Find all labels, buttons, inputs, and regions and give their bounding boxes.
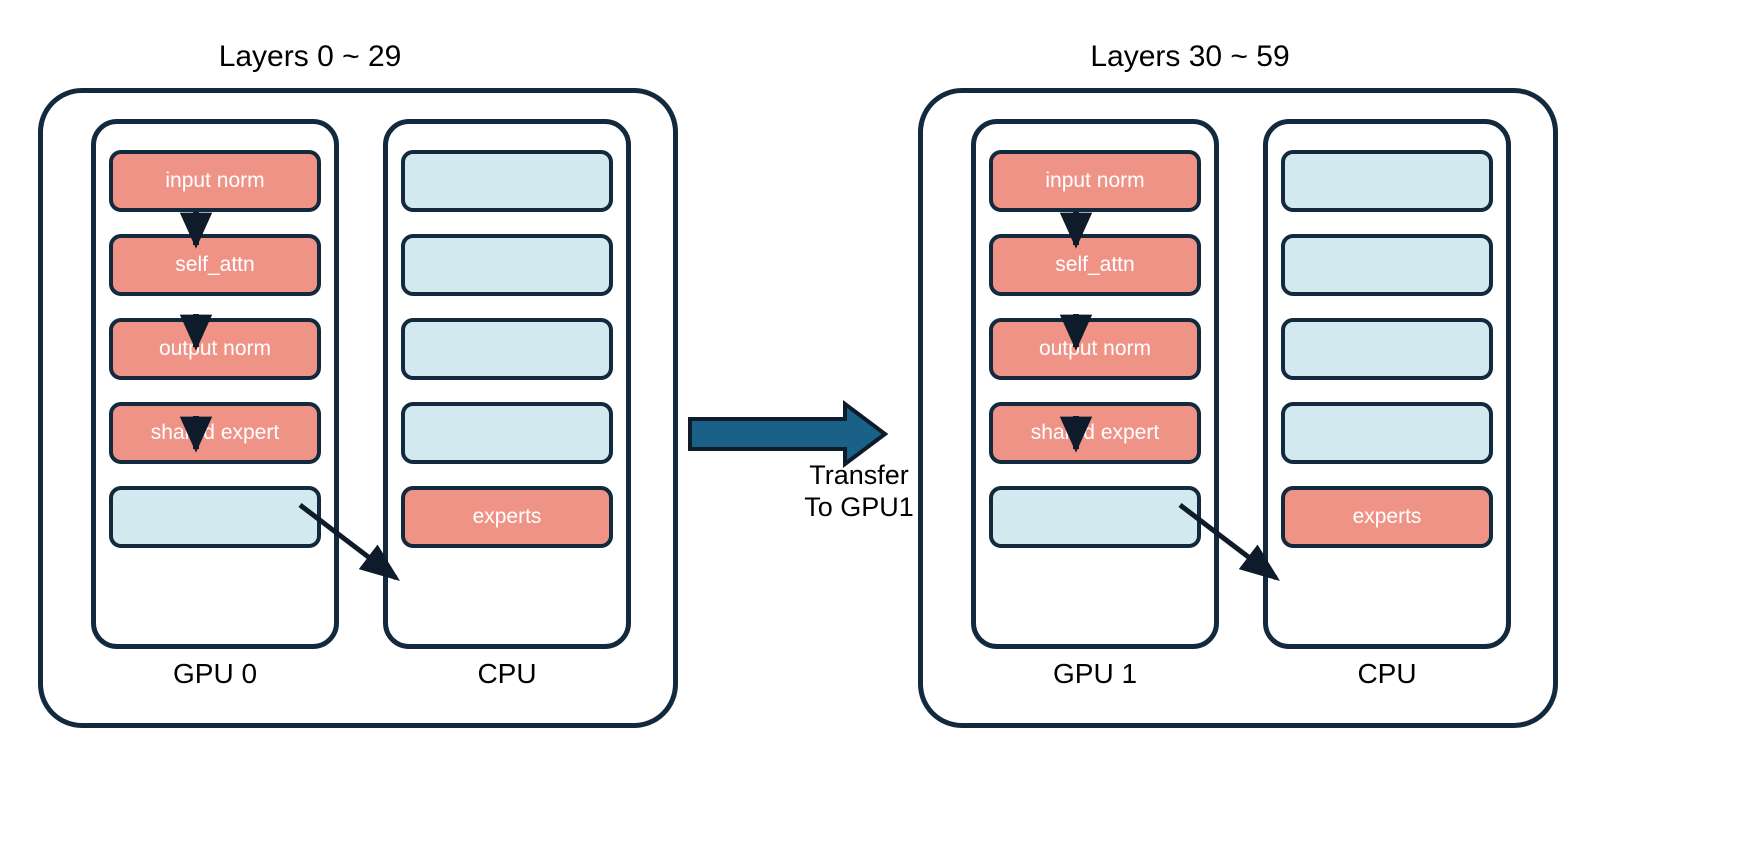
block-self-attn-gpu1[interactable]: self_attn — [989, 234, 1201, 296]
block-experts-cpu-right[interactable]: experts — [1281, 486, 1493, 548]
transfer-label-line1: Transfer — [809, 460, 909, 490]
block-shared-expert-gpu1[interactable]: shared expert — [989, 402, 1201, 464]
block-cpu-right-slot-4[interactable] — [1281, 402, 1493, 464]
block-output-norm-gpu1[interactable]: output norm — [989, 318, 1201, 380]
column-gpu1: input norm self_attn output norm shared … — [971, 119, 1219, 649]
block-cpu-right-slot-2[interactable] — [1281, 234, 1493, 296]
block-placeholder-gpu0[interactable] — [109, 486, 321, 548]
block-input-norm-gpu0[interactable]: input norm — [109, 150, 321, 212]
block-experts-cpu-left[interactable]: experts — [401, 486, 613, 548]
transfer-label-line2: To GPU1 — [804, 491, 914, 522]
device-label-cpu-left: CPU — [477, 658, 537, 689]
device-label-gpu0: GPU 0 — [172, 658, 258, 689]
block-shared-expert-gpu0[interactable]: shared expert — [109, 402, 321, 464]
transfer-arrow-gpu0-to-gpu1 — [688, 400, 889, 468]
device-group-left: input norm self_attn output norm shared … — [38, 88, 678, 728]
transfer-arrow-label: Transfer To GPU1 — [784, 460, 934, 524]
column-cpu-left: experts — [383, 119, 631, 649]
block-cpu-right-slot-3[interactable] — [1281, 318, 1493, 380]
group-title-left: Layers 0 ~ 29 — [218, 40, 402, 73]
block-cpu-left-slot-1[interactable] — [401, 150, 613, 212]
block-self-attn-gpu0[interactable]: self_attn — [109, 234, 321, 296]
column-cpu-right: experts — [1263, 119, 1511, 649]
device-group-right: input norm self_attn output norm shared … — [918, 88, 1558, 728]
column-gpu0: input norm self_attn output norm shared … — [91, 119, 339, 649]
group-title-right: Layers 30 ~ 59 — [1090, 40, 1290, 73]
block-cpu-left-slot-4[interactable] — [401, 402, 613, 464]
block-output-norm-gpu0[interactable]: output norm — [109, 318, 321, 380]
device-label-gpu1: GPU 1 — [1052, 658, 1138, 689]
block-cpu-right-slot-1[interactable] — [1281, 150, 1493, 212]
block-cpu-left-slot-2[interactable] — [401, 234, 613, 296]
block-placeholder-gpu1[interactable] — [989, 486, 1201, 548]
block-cpu-left-slot-3[interactable] — [401, 318, 613, 380]
device-label-cpu-right: CPU — [1357, 658, 1417, 689]
block-input-norm-gpu1[interactable]: input norm — [989, 150, 1201, 212]
